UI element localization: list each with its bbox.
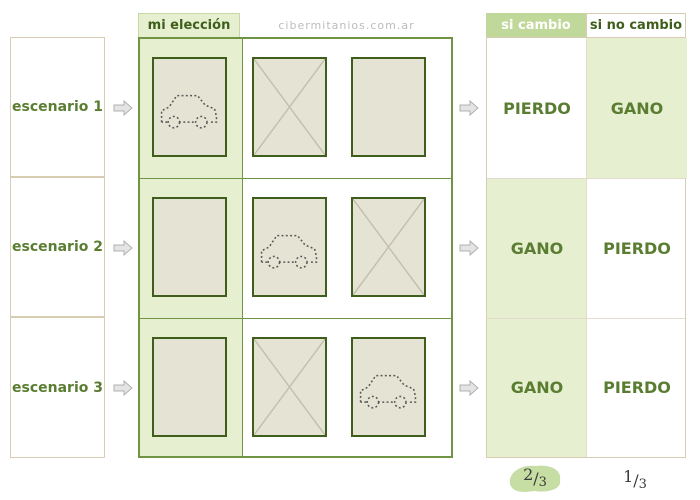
stay-result-2: PIERDO bbox=[603, 238, 671, 258]
switch-probability: 2 / 3 bbox=[506, 462, 564, 494]
door-car bbox=[351, 337, 426, 437]
stay-probability: 1 / 3 bbox=[623, 466, 647, 492]
arrow-right-icon bbox=[113, 380, 133, 396]
arrow-right-icon bbox=[113, 240, 133, 256]
door-closed bbox=[152, 197, 227, 297]
arrow-right-icon bbox=[459, 100, 479, 116]
car-icon bbox=[260, 234, 318, 269]
switch-denominator: 3 bbox=[538, 474, 547, 490]
stay-numerator: 1 bbox=[623, 466, 634, 486]
stay-result-3: PIERDO bbox=[603, 378, 671, 397]
door-closed bbox=[351, 57, 426, 157]
scenario-2-label: escenario 2 bbox=[10, 177, 105, 317]
switch-result-3: GANO bbox=[487, 318, 587, 457]
stay-result-1: GANO bbox=[587, 38, 687, 178]
switch-numerator: 2 bbox=[523, 464, 534, 484]
door-grid bbox=[138, 37, 453, 458]
if-switch-header: si cambio bbox=[486, 13, 586, 37]
stay-denominator: 3 bbox=[638, 476, 647, 492]
arrow-right-icon bbox=[459, 240, 479, 256]
leaf-blob-icon bbox=[509, 465, 561, 492]
door-opened-goat bbox=[252, 57, 327, 157]
cross-icon bbox=[254, 59, 325, 155]
cross-icon bbox=[254, 339, 325, 435]
scenario-3-label: escenario 3 bbox=[10, 317, 105, 458]
if-no-switch-header: si no cambio bbox=[586, 13, 686, 37]
switch-result-2: GANO bbox=[487, 178, 587, 318]
scenario-1-label: escenario 1 bbox=[10, 37, 105, 177]
site-watermark: cibermitanios.com.ar bbox=[278, 18, 415, 32]
car-icon bbox=[160, 94, 218, 129]
arrow-right-icon bbox=[113, 100, 133, 116]
door-opened-goat bbox=[252, 337, 327, 437]
door-car bbox=[252, 197, 327, 297]
door-car bbox=[152, 57, 227, 157]
door-opened-goat bbox=[351, 197, 426, 297]
cross-icon bbox=[353, 199, 424, 295]
switch-result-1: PIERDO bbox=[503, 98, 571, 118]
door-closed bbox=[152, 337, 227, 437]
results-table: PIERDO GANO GANO PIERDO GANO PIERDO bbox=[486, 37, 687, 458]
car-icon bbox=[359, 374, 417, 409]
arrow-right-icon bbox=[459, 380, 479, 396]
my-choice-header: mi elección bbox=[138, 13, 240, 37]
